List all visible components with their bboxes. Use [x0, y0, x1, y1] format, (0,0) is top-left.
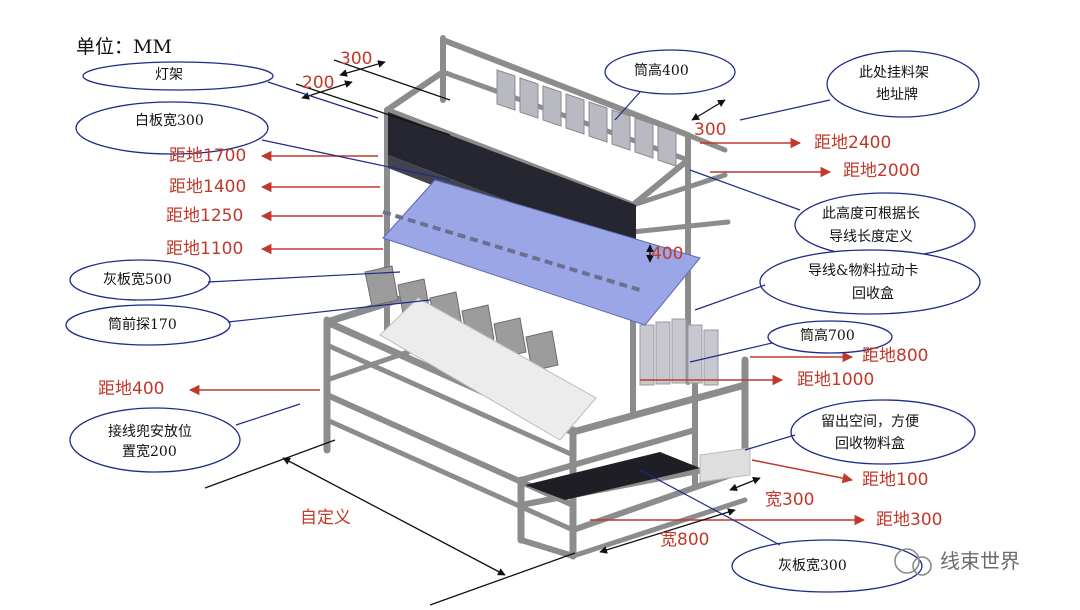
gray-board — [382, 179, 701, 326]
height-300: 距地300 — [876, 510, 943, 530]
height-1700: 距地1700 — [169, 146, 247, 166]
dim-width-300: 宽300 — [765, 490, 815, 510]
dim-width-800: 宽800 — [660, 530, 710, 550]
callout-bin-height-400: 筒高400 — [634, 63, 689, 79]
height-1250: 距地1250 — [166, 206, 244, 226]
callout-adjust-1: 此高度可根据长 — [822, 206, 920, 222]
callout-grayboard-500: 灰板宽500 — [103, 272, 172, 288]
height-400: 距地400 — [98, 379, 165, 399]
callout-recycle-1: 导线&物料拉动卡 — [808, 263, 919, 279]
unit-label: 单位：MM — [76, 36, 172, 58]
dim-400: 400 — [651, 244, 684, 264]
callout-space-2: 回收物料盒 — [835, 436, 905, 452]
callout-address-1: 此处挂料架 — [859, 65, 929, 81]
height-1000: 距地1000 — [797, 370, 875, 390]
callout-bubbles — [65, 49, 981, 593]
callout-light-rack: 灯架 — [155, 67, 183, 83]
height-1400: 距地1400 — [169, 177, 247, 197]
callout-recycle-2: 回收盒 — [852, 286, 894, 302]
callout-bin-height-700: 筒高700 — [800, 328, 855, 344]
lower-shelf — [525, 452, 700, 500]
callout-address-2: 地址牌 — [876, 87, 918, 103]
dim-200: 200 — [302, 73, 335, 93]
whiteboard-panel — [388, 112, 636, 250]
bin-rack-upper — [496, 69, 677, 167]
height-800: 距地800 — [862, 346, 929, 366]
height-1100: 距地1100 — [166, 239, 244, 259]
height-2400: 距地2400 — [814, 133, 892, 153]
dim-300-right: 300 — [694, 120, 727, 140]
bin-rack-lower — [639, 318, 719, 386]
callout-harness-place-2: 置宽200 — [122, 444, 177, 460]
callout-bin-front: 筒前探170 — [108, 317, 177, 333]
dimension-lines — [204, 59, 761, 606]
height-100: 距地100 — [862, 470, 929, 490]
table-top — [379, 297, 597, 441]
dim-custom: 自定义 — [300, 508, 351, 528]
watermark-text: 线束世界 — [940, 549, 1020, 573]
callout-leaders — [207, 81, 831, 546]
callout-space-1: 留出空间，方便 — [821, 414, 919, 430]
dim-300-top: 300 — [340, 49, 373, 69]
callout-whiteboard: 白板宽300 — [135, 113, 204, 129]
watermark-icon — [894, 548, 932, 576]
callout-grayboard-300: 灰板宽300 — [778, 558, 847, 574]
callout-adjust-2: 导线长度定义 — [829, 229, 913, 245]
callout-harness-place-1: 接线兜安放位 — [108, 424, 192, 440]
height-2000: 距地2000 — [843, 161, 921, 181]
